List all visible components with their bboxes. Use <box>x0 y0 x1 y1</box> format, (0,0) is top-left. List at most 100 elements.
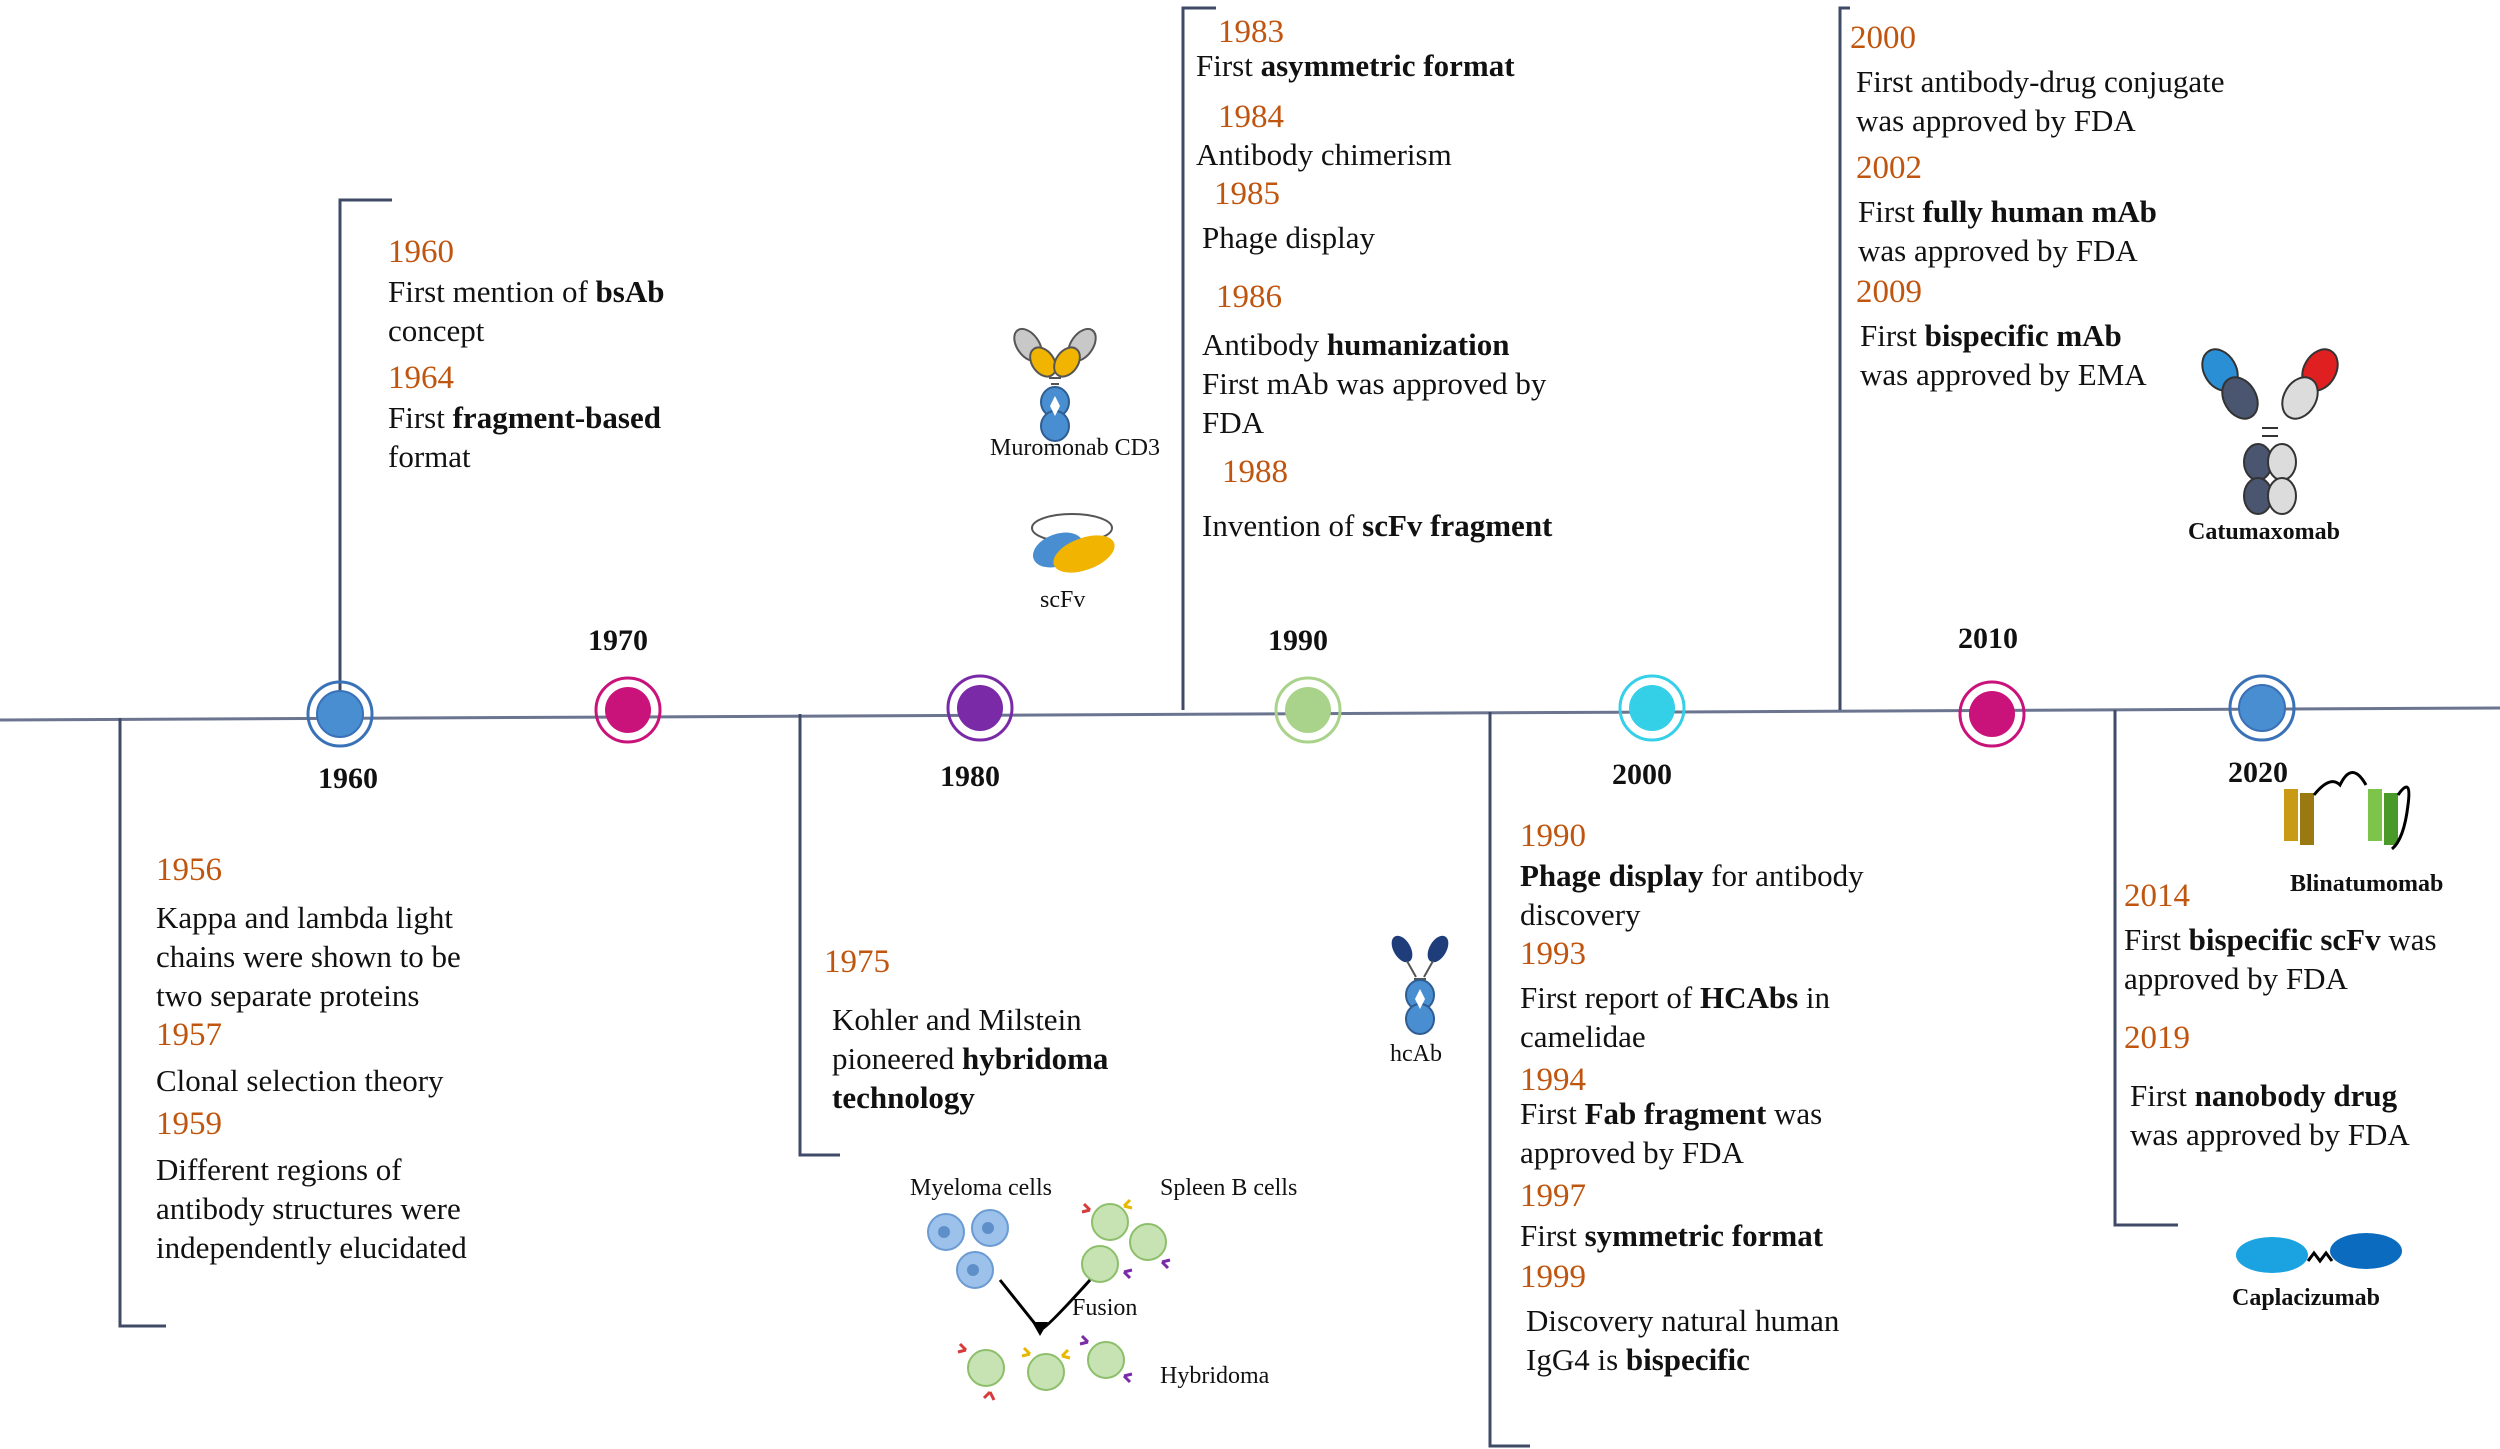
event-text: was approved by FDA <box>1858 233 2138 268</box>
fusion-caption: Fusion <box>1072 1295 1138 1321</box>
event-block-1990s: 1990 Phage display for antibody discover… <box>1520 816 1864 1379</box>
event-year: 1999 <box>1520 1259 1586 1295</box>
event-text-bold: scFv fragment <box>1362 508 1553 543</box>
event-year: 1997 <box>1520 1178 1586 1214</box>
event-text-bold: fragment-based <box>452 400 661 435</box>
decade-label-2010: 2010 <box>1958 622 2018 655</box>
event-text: Different regions of <box>156 1152 402 1187</box>
hybridoma-illustration <box>927 1198 1171 1401</box>
event-year: 1993 <box>1520 936 1586 972</box>
event-year: 1985 <box>1214 176 1280 212</box>
event-text: FDA <box>1202 405 1265 440</box>
event-text: was <box>2380 922 2437 957</box>
event-text: was <box>1766 1096 1823 1131</box>
event-year: 2019 <box>2124 1020 2190 1056</box>
event-text: IgG4 is <box>1526 1342 1626 1377</box>
event-text: First <box>1196 48 1261 83</box>
event-block-1975: 1975 Kohler and Milstein pioneered hybri… <box>824 942 1108 1117</box>
hcab-caption: hcAb <box>1390 1041 1442 1067</box>
hcab-antibody-icon <box>1391 935 1449 1035</box>
event-text: First <box>388 400 453 435</box>
event-year: 2002 <box>1856 150 1922 186</box>
hybridoma-caption: Hybridoma <box>1160 1363 1270 1389</box>
blinatumomab-caption: Blinatumomab <box>2290 871 2444 897</box>
event-text: format <box>388 439 471 474</box>
event-text: discovery <box>1520 897 1641 932</box>
decade-label-2000: 2000 <box>1612 758 1672 791</box>
myeloma-caption: Myeloma cells <box>910 1175 1052 1201</box>
myeloma-cells-icon <box>927 1209 1009 1289</box>
event-text-bold: bispecific scFv <box>2188 922 2381 957</box>
dot-1970 <box>594 676 662 744</box>
event-text: approved by FDA <box>2124 961 2348 996</box>
bracket-1975-lower <box>798 714 840 1157</box>
event-text: Antibody chimerism <box>1196 137 1452 172</box>
event-text-bold: bsAb <box>595 274 665 309</box>
event-year: 1957 <box>156 1017 222 1053</box>
dot-1960 <box>306 680 374 748</box>
scfv-caption: scFv <box>1040 587 1086 613</box>
event-text: First mention of <box>388 274 596 309</box>
event-text-bold: symmetric format <box>1584 1218 1824 1253</box>
event-year: 1984 <box>1218 99 1284 135</box>
blinatumomab-icon <box>2284 771 2411 851</box>
event-text: camelidae <box>1520 1019 1646 1054</box>
caplacizumab-caption: Caplacizumab <box>2232 1285 2381 1311</box>
dot-2020 <box>2228 674 2296 742</box>
event-text-bold: HCAbs <box>1699 980 1799 1015</box>
bracket-2000s-upper <box>1838 6 1850 710</box>
event-year: 1994 <box>1520 1062 1586 1098</box>
decade-label-2020: 2020 <box>2228 756 2288 789</box>
event-year: 1988 <box>1222 454 1288 490</box>
dot-1990 <box>1274 676 1342 744</box>
bracket-1990s-lower <box>1488 712 1530 1448</box>
decade-label-1980: 1980 <box>940 760 1000 793</box>
event-text: First <box>1520 1096 1585 1131</box>
event-text: chains were shown to be <box>156 939 461 974</box>
catumaxomab-antibody-icon <box>2201 348 2339 515</box>
event-text-bold: bispecific <box>1625 1342 1750 1377</box>
event-year: 1964 <box>388 360 454 396</box>
event-text: Discovery natural human <box>1526 1303 1840 1338</box>
event-text: antibody structures were <box>156 1191 461 1226</box>
event-text: for antibody <box>1703 858 1864 893</box>
event-block-1950s: 1956 Kappa and lambda light chains were … <box>156 850 467 1267</box>
scfv-icon <box>1031 513 1115 573</box>
dot-2000 <box>1618 674 1686 742</box>
bracket-1960s-upper <box>338 198 392 700</box>
spleen-caption: Spleen B cells <box>1160 1175 1298 1201</box>
event-year: 1960 <box>388 234 454 270</box>
event-text: Clonal selection theory <box>156 1063 444 1098</box>
event-text-bold: Phage display <box>1520 858 1704 893</box>
event-text: independently elucidated <box>156 1230 467 1265</box>
event-text: First antibody-drug conjugate <box>1856 64 2225 99</box>
event-year: 2000 <box>1850 20 1916 56</box>
event-text-bold: hybridoma <box>961 1041 1109 1076</box>
event-text-bold: nanobody drug <box>2194 1078 2398 1113</box>
decade-label-1960: 1960 <box>318 762 378 795</box>
timeline-axis <box>0 706 2500 722</box>
decade-label-1970: 1970 <box>588 624 648 657</box>
dot-2010 <box>1958 680 2026 748</box>
event-text: pioneered <box>832 1041 962 1076</box>
event-text: two separate proteins <box>156 978 420 1013</box>
catumaxomab-caption: Catumaxomab <box>2188 519 2341 545</box>
event-text-bold: bispecific mAb <box>1924 318 2122 353</box>
muromonab-caption: Muromonab CD3 <box>990 435 1160 461</box>
event-text-bold: Fab fragment <box>1584 1096 1767 1131</box>
hybridoma-cells-icon <box>957 1334 1133 1401</box>
event-year: 2009 <box>1856 274 1922 310</box>
muromonab-antibody-icon <box>1013 327 1097 442</box>
event-year: 1983 <box>1218 14 1284 50</box>
event-text: First mAb was approved by <box>1202 366 1547 401</box>
event-text-bold: humanization <box>1326 327 1510 362</box>
event-text: First <box>1520 1218 1585 1253</box>
event-block-2000s: 2000 First antibody-drug conjugate was a… <box>1850 18 2225 394</box>
event-text: was approved by FDA <box>2130 1117 2410 1152</box>
event-year: 2014 <box>2124 878 2190 914</box>
event-block-2010s: 2014 First bispecific scFv was approved … <box>2124 876 2437 1154</box>
event-text: First report of <box>1520 980 1700 1015</box>
event-text: Invention of <box>1202 508 1363 543</box>
